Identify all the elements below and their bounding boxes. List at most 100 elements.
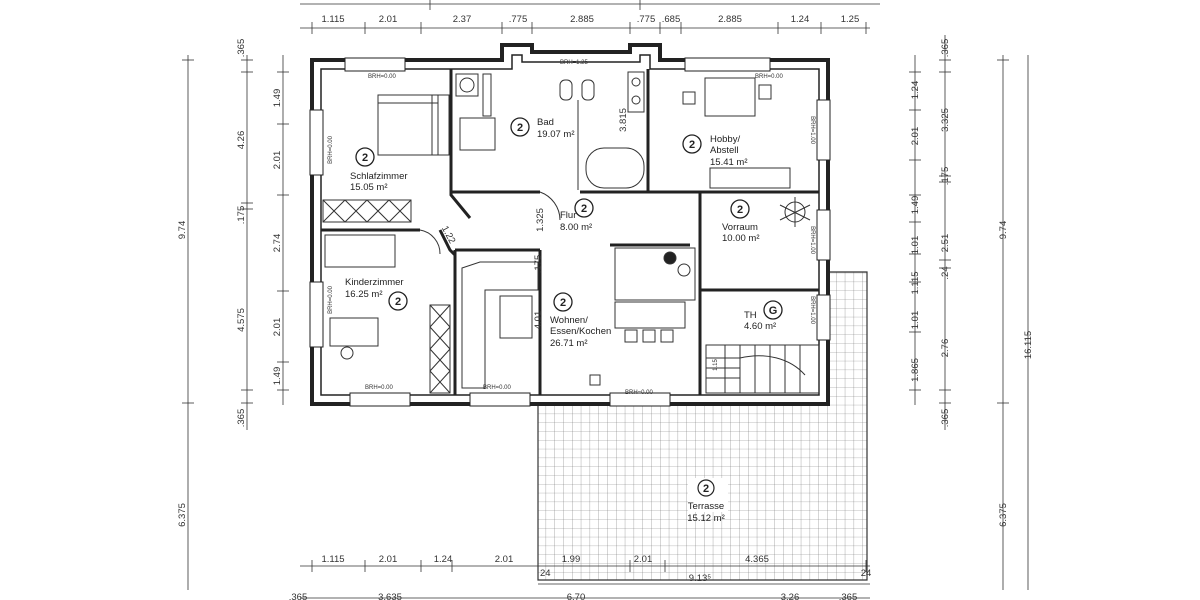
dim-top-9: 1.24 [791,14,810,25]
staircase-icon [705,344,820,394]
room-bad: 2 Bad 19.07 m² [510,117,575,140]
hobby-chair-icon [682,91,696,105]
room-badge: 2 [581,203,587,215]
dim-left-2: 2.01 [272,151,283,170]
dim-bottom-3: 1.24 [434,554,453,565]
brh-label: BRH=1.25 [560,60,589,66]
left-dimension-lines [182,55,289,590]
dim-right-mid-7: .365 [940,409,951,428]
room-title: Vorraum [722,222,758,233]
brh-label: BRH=0.00 [328,285,334,314]
kitchen-island-icon [614,301,686,329]
dim-bottom-24-left: 24 [540,568,551,579]
room-title: Flur [560,210,576,221]
dim-bottom-1: 1.115 [321,554,344,565]
brh-label: BRH=0.00 [328,135,334,164]
terrace-badge: 2 [703,483,709,495]
brh-labels: BRH=0.00 BRH=1.25 BRH=0.00 BRH=0.00 BRH=… [328,60,815,396]
dim-bottom2-2: 3.635 [378,592,402,600]
room-area: 8.00 m² [560,222,592,233]
dim-top-10: 1.25 [841,14,860,25]
dim-left-4: 2.01 [272,318,283,337]
coffee-table-icon [499,295,533,339]
room-title: Bad [537,117,554,128]
bathtub-icon [585,147,645,189]
dim-top-3: 2.37 [453,14,472,25]
dim-right-1: 1.24 [910,81,921,100]
dim-bottom2-3: 6.70 [567,592,586,600]
right-dimension-labels: 1.24 2.01 1.49 1.01 1.115 1.01 1.865 .36… [910,39,1034,527]
terrace-area: 15.12 m² [687,513,725,524]
dim-left-3: 2.74 [272,234,283,253]
dim-top-4: .775 [509,14,528,25]
exterior-walls-inner [320,54,820,396]
dim-left-outer-2: 4.26 [236,131,247,150]
dim-bottom2-5: .365 [839,592,858,600]
room-schlafzimmer: 2 Schlafzimmer 15.05 m² [350,147,408,193]
dim-right-mid-2: 3.325 [940,108,951,132]
dim-left-outer-4: 4.575 [236,308,247,332]
dim-right-5: 1.115 [910,271,921,294]
dim-top-5: 2.885 [570,14,594,25]
sofa-icon [461,261,539,389]
room-wohnen: 2 Wohnen/ Essen/Kochen 26.71 m² [550,292,611,349]
dim-right-mid-1: .365 [940,39,951,58]
dim-top-7: .685 [662,14,681,25]
dim-top-8: 2.885 [718,14,742,25]
room-badge: 2 [395,296,401,308]
bidet-icon [581,79,595,101]
brh-label: BRH=1.00 [809,116,815,145]
exterior-walls [310,43,830,406]
room-badge: G [769,305,778,317]
vanity-icon [459,117,496,151]
room-area: 10.00 m² [722,233,760,244]
brh-label: BRH=0.00 [365,385,394,391]
dim-flur-width: 1.325 [535,208,546,232]
brh-label: BRH=0.00 [368,74,397,80]
terrace-title: Terrasse [688,501,724,512]
interior-walls [321,69,819,395]
room-th: G TH 4.60 m² [744,300,783,332]
brh-label: BRH=0.00 [483,385,512,391]
windows [309,57,831,407]
door-swing [539,191,561,221]
dim-right-3: 1.49 [910,196,921,215]
room-badge: 2 [737,204,743,216]
room-title: Wohnen/ [550,315,588,326]
dim-bad-height: 3.815 [618,108,629,132]
room-badge: 2 [517,122,523,134]
dim-left-outer-5: .365 [236,409,247,428]
room-badge: 2 [560,297,566,309]
dim-bottom-24-right: 24 [861,568,872,579]
dim-right-mid-4: 2.51 [940,234,951,253]
brh-label: BRH=1.00 [809,296,815,325]
room-title: Schlafzimmer [350,171,408,182]
dim-top-2: 2.01 [379,14,398,25]
sink-icon [627,71,645,113]
brh-label: BRH=0.00 [755,74,784,80]
room-badge: 2 [689,139,695,151]
dim-right-terrace: 6.375 [998,503,1009,527]
dim-left-outer-3: .175 [236,206,247,225]
kitchen-counter-icon [614,247,696,301]
stove-icon [663,251,677,265]
top-dimension-chain [300,0,880,34]
left-dimension-labels: 1.49 2.01 2.74 2.01 1.49 .365 4.26 .175 … [177,39,283,527]
room-flur: 2 Flur 8.00 m² [560,198,594,233]
room-title: Kinderzimmer [345,277,404,288]
room-hobby: 2 Hobby/ Abstell 15.41 m² [682,134,748,168]
hobby-bed-icon [704,77,756,117]
dim-bottom2-1: .365 [289,592,308,600]
dim-bottom-7: 4.365 [745,554,769,565]
dim-right-mid-6: 2.76 [940,339,951,358]
dim-right-7: 1.865 [910,358,921,382]
dim-top-6: .775 [637,14,656,25]
room-title-2: Abstell [710,145,739,156]
room-badge: 2 [362,152,368,164]
child-wardrobe-icon [429,304,451,394]
room-area: 19.07 m² [537,129,575,140]
dim-top-1: 1.115 [321,14,344,25]
brh-label: BRH=1.00 [809,226,815,255]
dim-left-terrace: 6.375 [177,503,188,527]
